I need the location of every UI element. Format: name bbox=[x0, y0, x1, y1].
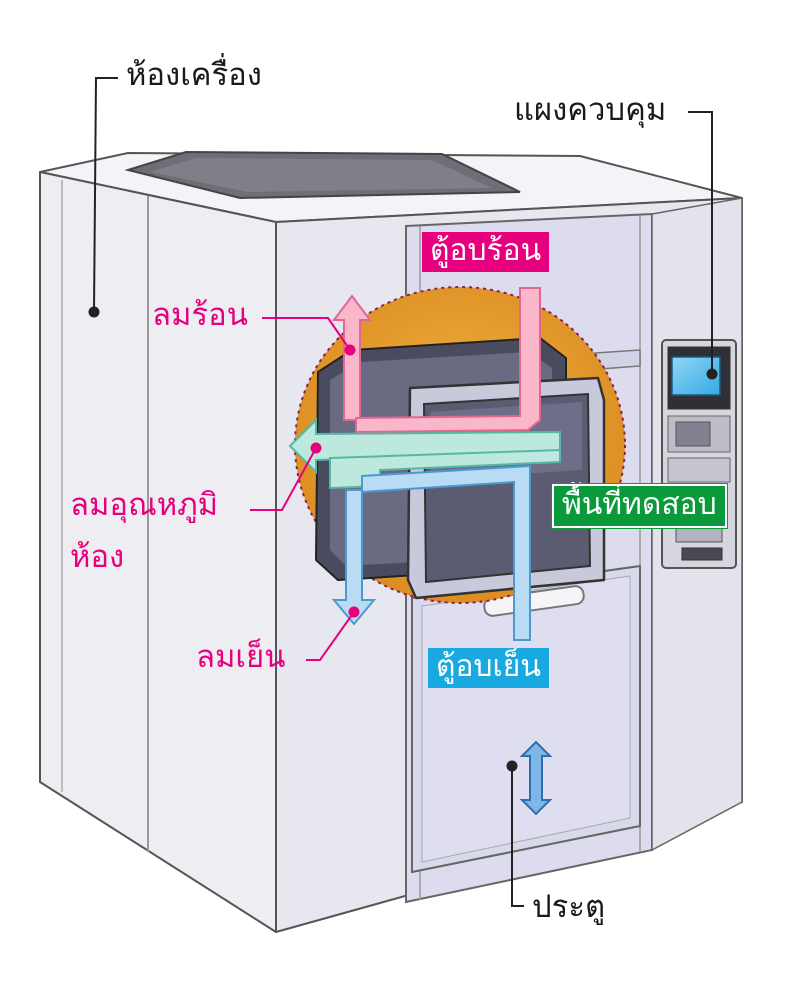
leader-machine-room bbox=[93, 77, 118, 313]
label-room-temp-air-line1: ลมอุณหภูมิ bbox=[70, 487, 219, 523]
hot-chamber-duct bbox=[355, 287, 541, 434]
leader-room-temp-air bbox=[250, 447, 317, 511]
leader-cold-air bbox=[306, 611, 355, 661]
label-control-panel: แผงควบคุม bbox=[514, 92, 667, 128]
label-hot-chamber: ตู้อบร้อน bbox=[422, 232, 550, 272]
label-door: ประตู bbox=[532, 889, 606, 925]
door-updown-arrow bbox=[519, 740, 553, 816]
label-room-temp-air-line2: ห้อง bbox=[70, 539, 125, 575]
label-cold-chamber: ตู้อบเย็น bbox=[428, 648, 549, 688]
cold-air-arrow bbox=[331, 489, 377, 626]
label-hot-air: ลมร้อน bbox=[152, 297, 248, 333]
leader-hot-air bbox=[262, 317, 351, 351]
label-cold-air: ลมเย็น bbox=[196, 639, 286, 675]
label-machine-room: ห้องเครื่อง bbox=[126, 57, 262, 93]
hot-air-arrow bbox=[332, 294, 372, 421]
door-handle[interactable] bbox=[483, 585, 585, 617]
cold-chamber-duct bbox=[361, 464, 531, 641]
label-test-area: พื้นที่ทดสอบ bbox=[551, 483, 728, 529]
leader-door bbox=[511, 766, 524, 907]
leader-control-panel bbox=[688, 111, 713, 374]
